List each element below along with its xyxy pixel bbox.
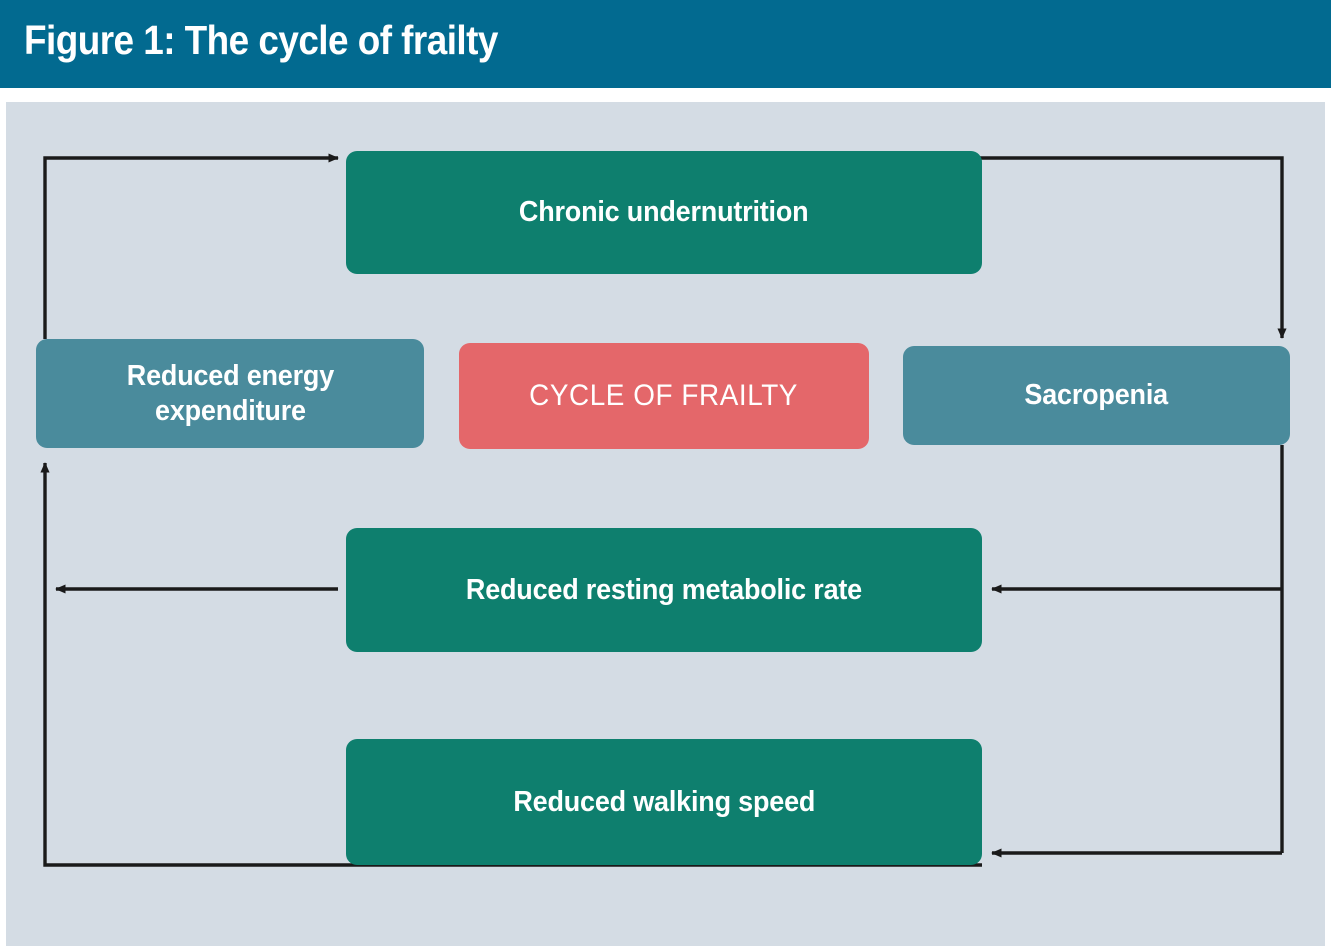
figure-header-bar: Figure 1: The cycle of frailty bbox=[0, 0, 1331, 88]
edge-energy-to-undernutrition bbox=[43, 153, 339, 339]
edge-undernutrition-to-sacropenia bbox=[972, 156, 1287, 339]
node-label-chronic-undernutrition: Chronic undernutrition bbox=[519, 196, 809, 229]
node-cycle-of-frailty[interactable]: CYCLE OF FRAILTY bbox=[459, 343, 869, 449]
diagram-canvas: Chronic undernutrition Reduced energy ex… bbox=[6, 102, 1325, 946]
node-chronic-undernutrition[interactable]: Chronic undernutrition bbox=[346, 151, 982, 274]
figure-title: Figure 1: The cycle of frailty bbox=[24, 17, 498, 63]
node-label-reduced-walking-speed: Reduced walking speed bbox=[513, 785, 815, 818]
node-label-sacropenia: Sacropenia bbox=[1024, 379, 1169, 412]
node-reduced-energy-expenditure[interactable]: Reduced energy expenditure bbox=[36, 339, 424, 448]
node-label-reduced-energy-expenditure: Reduced energy expenditure bbox=[126, 360, 334, 427]
diagram-panel: Chronic undernutrition Reduced energy ex… bbox=[0, 96, 1331, 952]
node-sacropenia[interactable]: Sacropenia bbox=[903, 346, 1290, 445]
node-reduced-walking-speed[interactable]: Reduced walking speed bbox=[346, 739, 982, 865]
node-label-reduced-resting-metabolic-rate: Reduced resting metabolic rate bbox=[465, 573, 863, 606]
node-reduced-resting-metabolic-rate[interactable]: Reduced resting metabolic rate bbox=[346, 528, 982, 652]
node-label-cycle-of-frailty: CYCLE OF FRAILTY bbox=[529, 379, 799, 413]
